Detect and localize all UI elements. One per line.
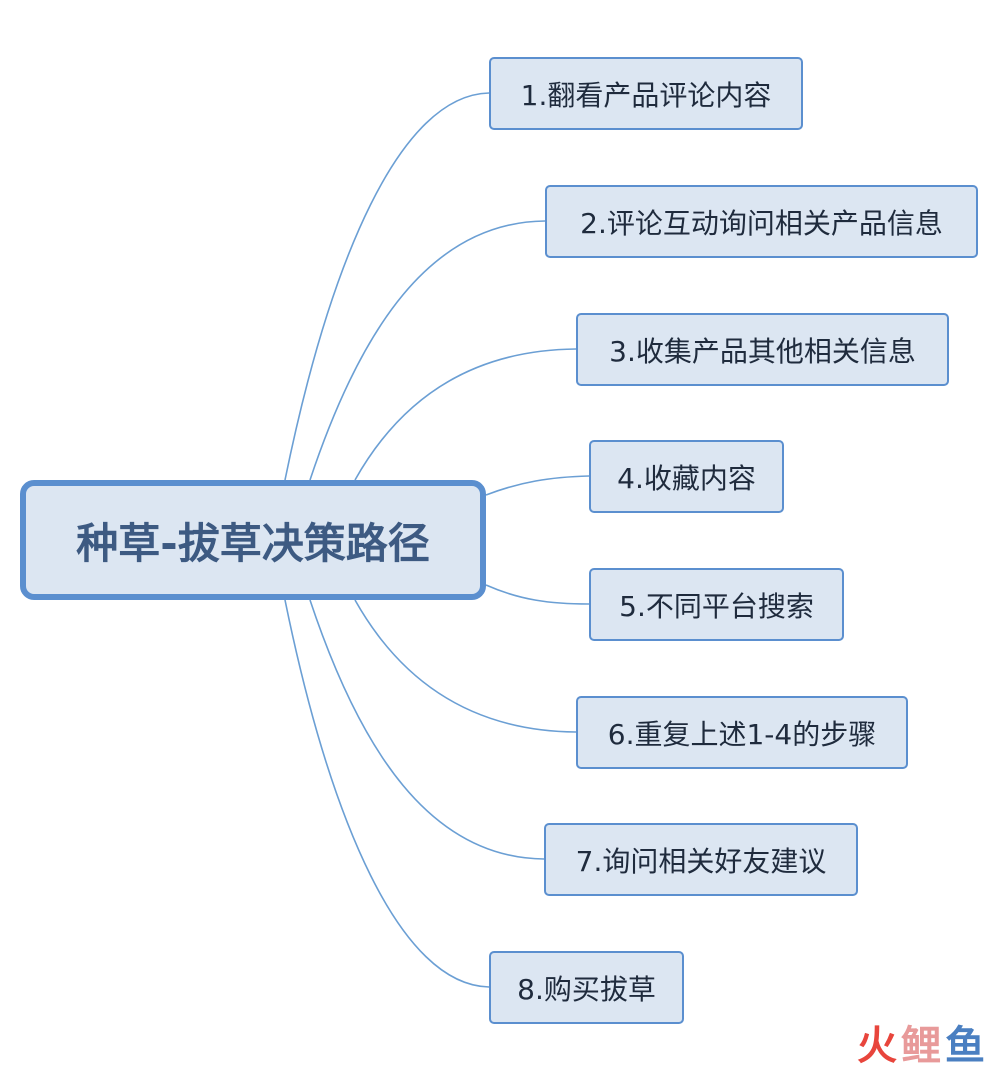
branch-label-1: 1.翻看产品评论内容 <box>520 78 772 112</box>
branch-label-3: 3.收集产品其他相关信息 <box>609 334 916 368</box>
branch-label-7: 7.询问相关好友建议 <box>575 844 827 878</box>
branch-node-4[interactable]: 4.收藏内容 <box>589 440 784 513</box>
branch-node-8[interactable]: 8.购买拔草 <box>489 951 684 1024</box>
watermark-logo: 火鲤鱼 <box>857 1013 989 1071</box>
watermark-char-3: 鱼 <box>945 1023 989 1069</box>
branch-label-8: 8.购买拔草 <box>517 972 656 1006</box>
edge-to-node-8 <box>284 599 490 988</box>
watermark-char-1: 火 <box>857 1023 901 1069</box>
branch-label-2: 2.评论互动询问相关产品信息 <box>580 206 943 240</box>
branch-node-5[interactable]: 5.不同平台搜索 <box>589 568 844 641</box>
branch-label-6: 6.重复上述1-4的步骤 <box>607 717 877 751</box>
edge-to-node-1 <box>284 92 490 481</box>
root-node[interactable]: 种草-拔草决策路径 <box>20 480 486 600</box>
watermark-char-2: 鲤 <box>901 1023 945 1069</box>
edge-to-node-3 <box>354 348 577 481</box>
branch-node-6[interactable]: 6.重复上述1-4的步骤 <box>576 696 908 769</box>
branch-node-7[interactable]: 7.询问相关好友建议 <box>544 823 858 896</box>
edge-to-node-4 <box>485 475 590 496</box>
edge-to-node-5 <box>485 584 590 605</box>
root-label: 种草-拔草决策路径 <box>76 518 430 568</box>
edge-to-node-6 <box>354 599 577 733</box>
branch-node-2[interactable]: 2.评论互动询问相关产品信息 <box>545 185 978 258</box>
edge-to-node-7 <box>309 599 545 860</box>
branch-label-4: 4.收藏内容 <box>617 461 756 495</box>
edge-to-node-2 <box>309 220 546 481</box>
branch-label-5: 5.不同平台搜索 <box>619 589 814 623</box>
branch-node-1[interactable]: 1.翻看产品评论内容 <box>489 57 803 130</box>
branch-node-3[interactable]: 3.收集产品其他相关信息 <box>576 313 949 386</box>
